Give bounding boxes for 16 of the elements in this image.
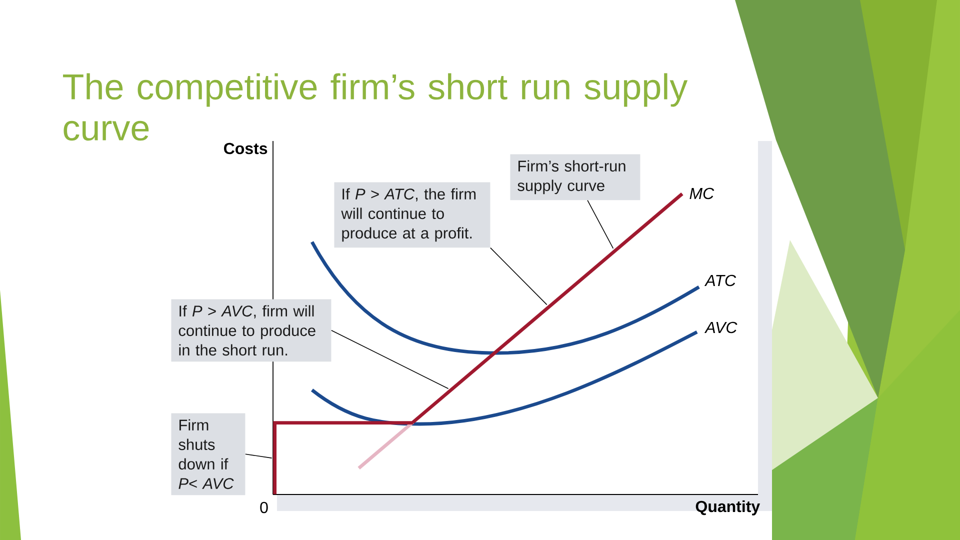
shutdown-line [273,421,414,494]
axis-label: Costs [224,142,268,154]
leader-line [587,200,614,249]
curve-label: MC [690,188,714,200]
axis-label: Quantity [696,500,760,516]
callout-box: Firm’s short-run supply curve [510,154,640,200]
leader-line [331,330,449,390]
callout-box: If P > AVC, firm will continue to produce in the short run. [171,299,332,362]
callout-box: Firm shuts down if P< AVC [171,413,246,496]
curve-label: ATC [704,274,736,286]
origin-label: 0 [260,502,268,514]
callout-box: If P > ATC, the firm will continue to produce at a profit. [334,182,490,248]
curve-label: AVC [704,322,738,334]
leader-line [490,247,548,306]
leader-line [245,454,272,458]
slide-title: The competitive firm’s short run supply curve [63,73,688,141]
